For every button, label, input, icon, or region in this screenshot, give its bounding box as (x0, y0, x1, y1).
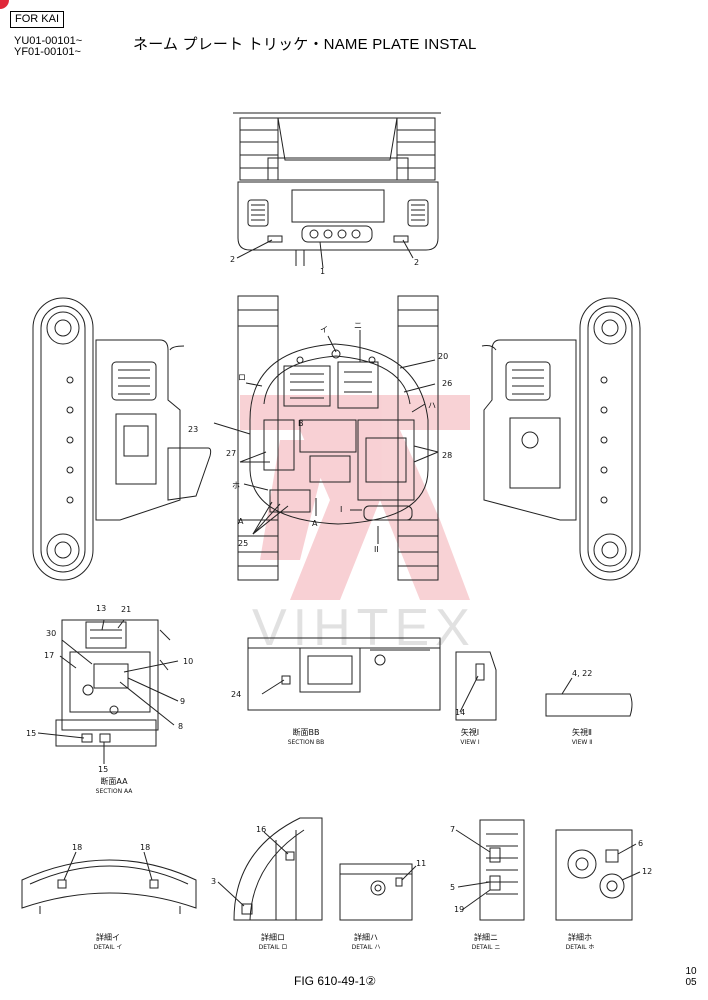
callout-25: 25 (238, 539, 248, 548)
callout-14: 14 (455, 708, 465, 717)
callout-labels: 1 2 2 23 20 26 27 28 25 イ ニ ロ ハ ホ B A A … (26, 255, 652, 914)
callout-b: B (298, 419, 304, 428)
detail-ho-drawing (555, 829, 641, 921)
callout-5: 5 (450, 883, 455, 892)
caption-view-ii: 矢視Ⅱ (572, 727, 592, 737)
callout-24: 24 (231, 690, 241, 699)
callout-2-left: 2 (230, 255, 235, 264)
top-view-drawing (213, 295, 439, 581)
caption-detail-ho: 詳細ホ (568, 932, 592, 942)
caption-section-aa-en: SECTION AA (96, 788, 134, 795)
watermark-text: VIHTEX (252, 599, 476, 657)
callout-26: 26 (442, 379, 452, 388)
caption-view-i-en: VIEW Ⅰ (460, 739, 480, 746)
serial-range-yu: YU01-00101~ (14, 35, 83, 47)
caption-section-aa: 断面AA (100, 776, 128, 786)
caption-detail-ho-en: DETAIL ホ (566, 944, 595, 951)
callout-15-left: 15 (26, 729, 36, 738)
serial-range-yf: YF01-00101~ (14, 46, 81, 58)
caption-detail-ro-en: DETAIL ロ (259, 944, 288, 951)
caption-detail-i-en: DETAIL イ (94, 944, 123, 951)
callout-ro: ロ (238, 373, 246, 382)
corner-marker-icon (0, 0, 9, 9)
callout-1: 1 (320, 267, 325, 276)
callout-16: 16 (256, 825, 266, 834)
callout-12: 12 (642, 867, 652, 876)
callout-ho: ホ (232, 481, 240, 490)
callout-4-22: 4, 22 (572, 669, 592, 678)
detail-i-drawing (21, 851, 197, 914)
callout-30: 30 (46, 629, 56, 638)
figure-number: FIG 610-49-1② (294, 974, 377, 988)
callout-15-bottom: 15 (98, 765, 108, 774)
callout-20: 20 (438, 352, 448, 361)
badge-label: FOR KAI (15, 13, 60, 25)
section-bb-drawing (247, 637, 441, 711)
callout-ha: ハ (428, 401, 436, 410)
callout-8: 8 (178, 722, 183, 731)
callout-7: 7 (450, 825, 455, 834)
page-number: 10 05 (683, 966, 699, 988)
detail-ha-drawing (339, 863, 417, 921)
section-aa-drawing (37, 619, 179, 764)
view-i-drawing (455, 651, 497, 721)
caption-detail-ro: 詳細ロ (261, 932, 285, 942)
callout-2-right: 2 (414, 258, 419, 267)
callout-28: 28 (442, 451, 452, 460)
callout-ni: ニ (354, 321, 362, 330)
watermark-emblem-icon (240, 395, 470, 600)
callout-a-center: A (312, 519, 318, 528)
view-captions: 断面AA SECTION AA 断面BB SECTION BB 矢視Ⅰ VIEW… (94, 727, 595, 951)
caption-detail-ha: 詳細ハ (354, 932, 378, 942)
callout-18-right: 18 (140, 843, 150, 852)
caption-detail-ha-en: DETAIL ハ (352, 944, 381, 951)
callout-11: 11 (416, 859, 426, 868)
page-number-bottom: 05 (685, 977, 697, 988)
callout-13: 13 (96, 604, 106, 613)
callout-a-left: A (238, 517, 244, 526)
callout-19: 19 (454, 905, 464, 914)
callout-3: 3 (211, 877, 216, 886)
detail-ni-drawing (455, 819, 525, 921)
caption-view-i: 矢視Ⅰ (461, 727, 479, 737)
page-title: ネーム プレート トリッケ・NAME PLATE INSTAL (133, 36, 477, 53)
right-side-view-drawing (481, 297, 641, 581)
page-number-top: 10 (685, 966, 697, 977)
callout-17: 17 (44, 651, 54, 660)
rear-view-drawing (233, 112, 441, 269)
callout-view-ii: II (374, 545, 379, 554)
caption-detail-ni: 詳細ニ (474, 932, 498, 942)
callout-18-left: 18 (72, 843, 82, 852)
callout-9: 9 (180, 697, 185, 706)
callout-27: 27 (226, 449, 236, 458)
callout-21: 21 (121, 605, 131, 614)
caption-detail-i: 詳細イ (96, 932, 120, 942)
callout-i: イ (320, 325, 328, 334)
callout-6: 6 (638, 839, 643, 848)
view-ii-drawing (545, 677, 633, 717)
callout-10: 10 (183, 657, 193, 666)
caption-view-ii-en: VIEW Ⅱ (572, 739, 593, 746)
caption-detail-ni-en: DETAIL ニ (472, 944, 501, 951)
callout-view-i: I (340, 505, 342, 514)
caption-section-bb-en: SECTION BB (288, 739, 325, 746)
caption-section-bb: 断面BB (293, 727, 320, 737)
callout-23: 23 (188, 425, 198, 434)
detail-ro-drawing (217, 817, 323, 921)
left-side-view-drawing (32, 297, 212, 581)
for-kai-badge: FOR KAI (10, 11, 65, 28)
